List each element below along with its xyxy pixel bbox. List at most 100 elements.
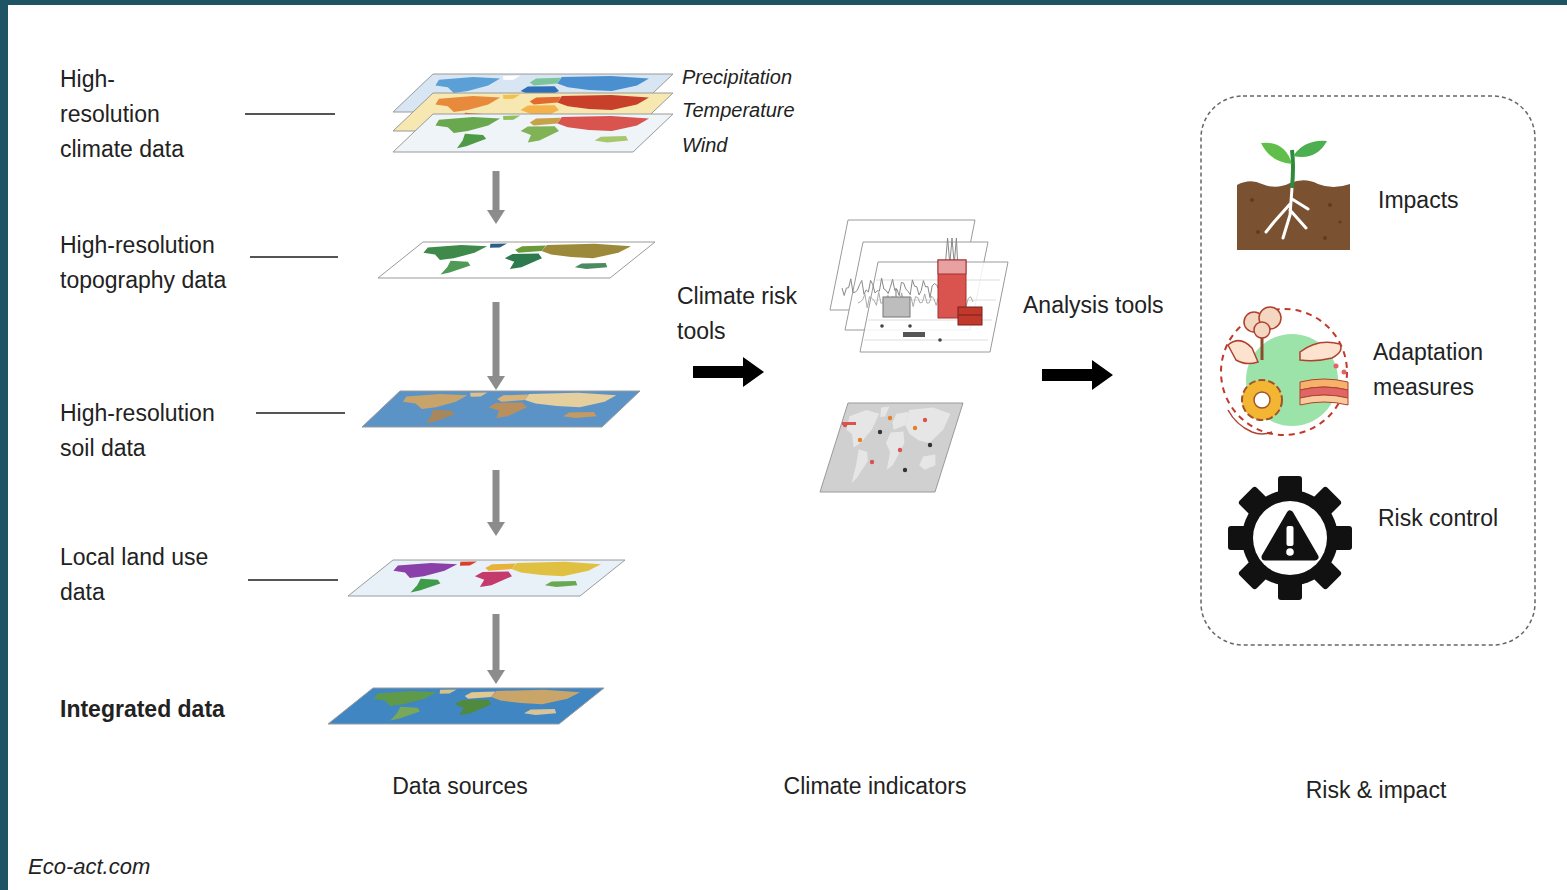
continent-shape <box>547 76 652 91</box>
map-marker <box>858 438 862 442</box>
plant-icon <box>1256 230 1260 234</box>
continent-shape <box>878 407 889 418</box>
map-marker <box>842 422 856 425</box>
map-marker <box>888 416 892 420</box>
grid-lines <box>864 340 988 341</box>
map-marker <box>878 430 882 434</box>
continent-shape <box>382 563 459 578</box>
adaptation-icon <box>1228 410 1272 434</box>
continent-shape <box>499 116 521 121</box>
adaptation-icon <box>1228 341 1258 364</box>
column-heading: Risk & impact <box>1306 773 1447 808</box>
continents <box>344 689 586 720</box>
continents <box>378 392 622 423</box>
adaptation-icon <box>1254 322 1270 338</box>
leader-line <box>256 412 345 414</box>
continent-shape <box>477 403 532 419</box>
map-marker <box>870 460 874 464</box>
adaptation-icon <box>1300 395 1348 405</box>
column-heading: Data sources <box>392 769 528 804</box>
plant-icon <box>1237 180 1350 250</box>
continent-shape <box>419 410 460 424</box>
continent-shape <box>455 561 477 565</box>
bar <box>903 332 925 337</box>
plant-icon <box>1266 188 1308 238</box>
map-ground <box>328 688 604 724</box>
continent-shape <box>461 572 517 588</box>
world-map-layer <box>348 560 625 596</box>
layer-name: Wind <box>682 132 727 158</box>
plant-icon <box>1261 143 1292 164</box>
continent-shape <box>878 432 908 470</box>
continents <box>394 243 637 274</box>
leader-line <box>250 256 338 258</box>
plant-icon <box>1250 198 1254 202</box>
continent-shape <box>425 117 502 133</box>
impact-item: Risk control <box>1225 475 1527 605</box>
continent-shape <box>362 691 439 706</box>
adaptation-icon <box>1300 342 1341 360</box>
whisker <box>896 288 897 297</box>
continent-shape <box>393 394 469 409</box>
leader-lines <box>245 114 345 580</box>
plant-icon <box>1237 141 1350 250</box>
block-arrow <box>1042 360 1113 390</box>
map-layer-node: Integrated data <box>55 684 610 731</box>
continent-shape <box>499 95 521 100</box>
node-label: High-resolution soil data <box>60 396 240 466</box>
continent-shape <box>527 97 564 105</box>
dashed-frame <box>1201 96 1535 645</box>
impact-item: Impacts <box>1230 135 1522 255</box>
continent-shape <box>527 78 564 86</box>
plant-icon <box>1292 150 1293 188</box>
map-marker <box>913 426 917 430</box>
adaptation-icon <box>1221 309 1347 435</box>
plant-icon <box>1323 236 1327 240</box>
map-ground <box>348 560 625 596</box>
map-layers <box>328 74 963 724</box>
adaptation-icon <box>1242 380 1282 420</box>
continent-shape <box>547 95 652 110</box>
continent-shape <box>434 261 477 275</box>
frame-strip <box>0 0 1567 5</box>
node-label: Integrated data <box>60 692 270 727</box>
adaptation-icon <box>1342 370 1347 375</box>
dot <box>880 324 884 328</box>
leader-line <box>248 579 338 581</box>
box-plot <box>883 297 910 317</box>
continent-shape <box>500 562 604 576</box>
map-ground <box>362 391 640 427</box>
continent-shape <box>412 245 489 260</box>
map-layer-node: High-resolution soil data <box>55 390 645 470</box>
continent-shape <box>461 692 498 699</box>
layer-name: Temperature <box>682 97 795 123</box>
arrow-label: Analysis tools <box>1023 288 1164 323</box>
map-marker <box>923 418 927 422</box>
risk-gear-icon <box>1253 501 1327 575</box>
adaptation-icon <box>1221 307 1348 435</box>
continent-shape <box>561 412 601 418</box>
plant-icon <box>1293 141 1327 157</box>
chart-panels <box>830 220 1008 352</box>
flow-arrow <box>493 614 500 670</box>
continent-shape <box>543 581 583 587</box>
arrow-label: Climate risk tools <box>677 279 827 349</box>
continent-shape <box>522 709 562 715</box>
world-map-layer <box>328 688 604 724</box>
continents <box>364 561 607 592</box>
risk-gear-icon <box>1265 514 1315 557</box>
node-label: High-resolution climate data <box>60 62 210 167</box>
continent-shape <box>593 136 633 143</box>
map-ground <box>393 114 673 152</box>
plant-icon <box>1338 220 1341 223</box>
chart-panel <box>860 262 1008 352</box>
column-heading: Climate indicators <box>784 769 967 804</box>
world-map-layer <box>820 403 963 492</box>
leader-line <box>245 113 335 115</box>
map-layer-node: High-resolution topography data <box>55 224 665 302</box>
continent-shape <box>848 449 871 483</box>
continent-shape <box>480 690 583 704</box>
continent-shape <box>425 96 502 112</box>
bar-line <box>958 315 982 316</box>
